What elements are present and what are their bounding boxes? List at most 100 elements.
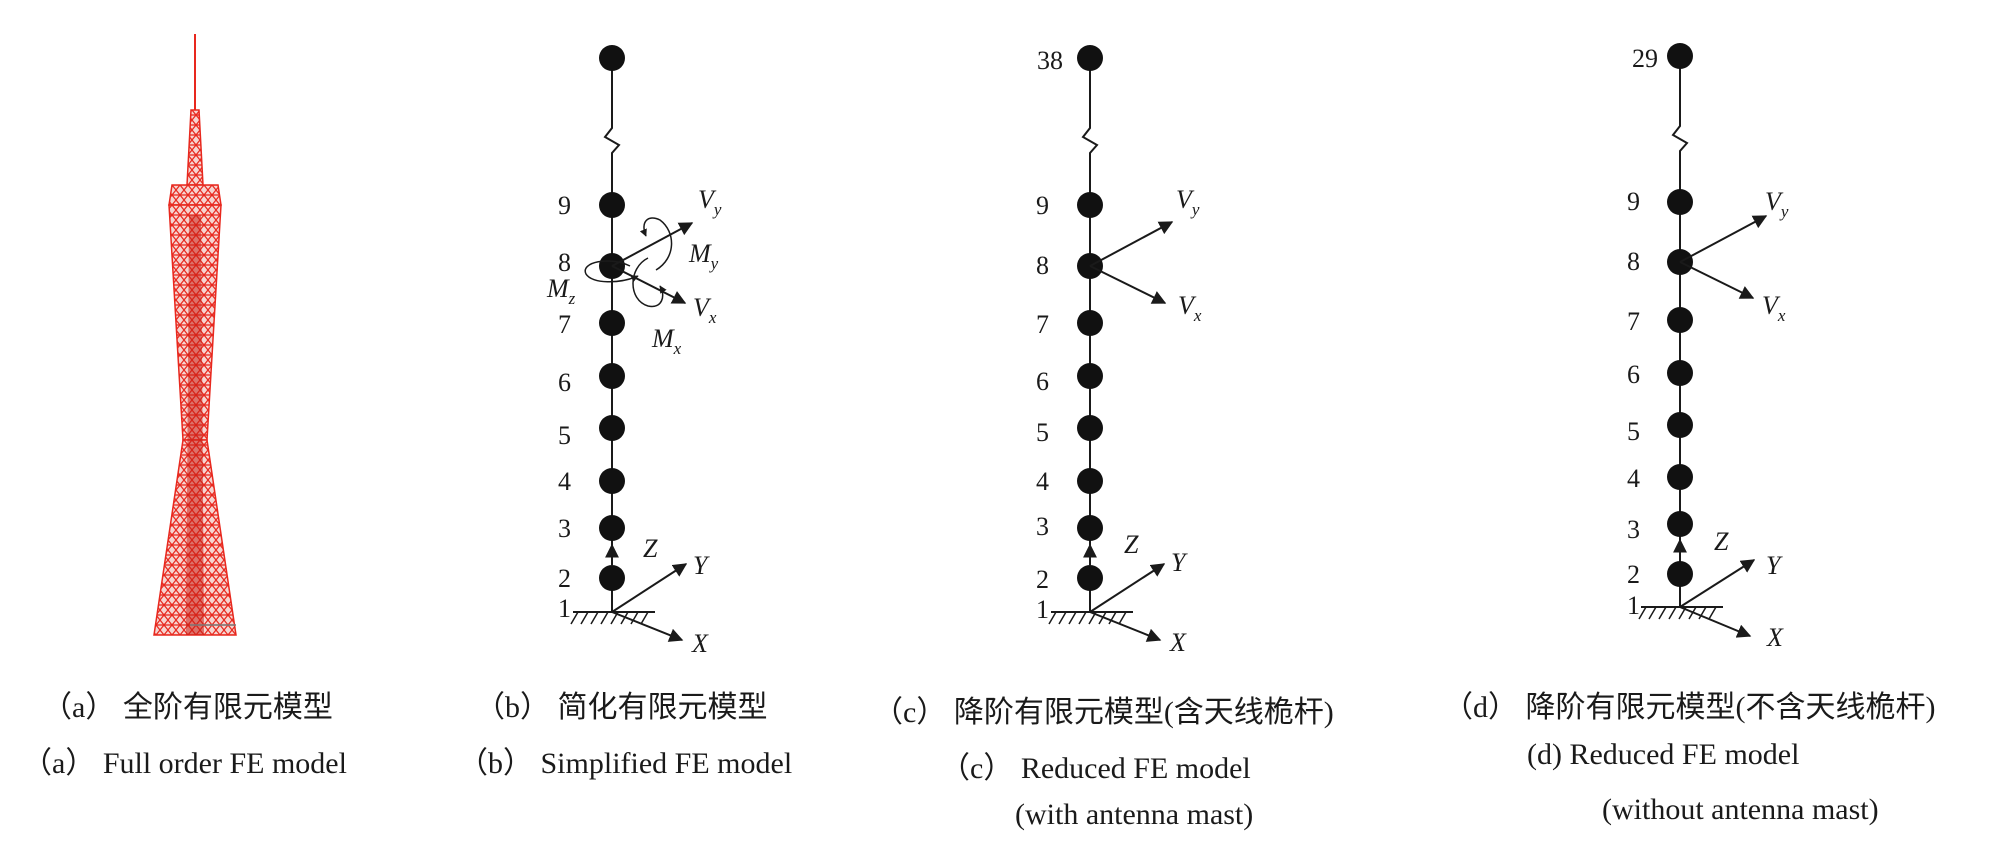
vy-arrow: [611, 222, 694, 267]
panel-c-node-labels: 9 8 7 6 5 4 3 2 1: [1036, 191, 1049, 624]
x-axis-label: X: [691, 629, 709, 658]
node-label: 6: [1036, 367, 1049, 396]
node: [1667, 43, 1693, 69]
panel-b-column: [603, 58, 621, 612]
vy-arrow: [1089, 221, 1174, 267]
node-label: 3: [1036, 512, 1049, 541]
node: [1077, 192, 1103, 218]
panel-d-diagram: 29 9 8 7 6 5 4 3 2 1 Z Y X Vy Vx: [1627, 43, 1789, 652]
node: [599, 468, 625, 494]
node-label: 4: [1036, 467, 1049, 496]
vy-label: Vy: [1176, 185, 1200, 219]
node-label: 6: [1627, 360, 1640, 389]
node-label: 7: [1036, 310, 1049, 339]
panel-b-diagram: 9 8 7 6 5 4 3 2 1 Z Y X Vy My Vx Mx Mz: [546, 45, 722, 658]
panel-d-column: [1671, 56, 1689, 607]
panel-c-diagram: 38 9 8 7 6 5 4 3 2 1 Z Y X Vy Vx: [1036, 45, 1202, 657]
node: [1077, 415, 1103, 441]
node: [1077, 515, 1103, 541]
node: [599, 515, 625, 541]
x-axis-arrow: [611, 611, 684, 642]
panel-d-caption-en-line1: (d) Reduced FE model: [1527, 738, 1800, 771]
node: [599, 415, 625, 441]
node: [599, 565, 625, 591]
node-label: 2: [1627, 560, 1640, 589]
x-axis-label: X: [1169, 628, 1187, 657]
node: [1077, 565, 1103, 591]
my-label: My: [688, 239, 719, 273]
node-label: 7: [558, 310, 571, 339]
node: [599, 363, 625, 389]
y-axis-label: Y: [1766, 551, 1783, 580]
y-axis-arrow: [611, 563, 688, 613]
node-label: 1: [1627, 591, 1640, 620]
node-label: 8: [1036, 251, 1049, 280]
panel-b-node-labels: 9 8 7 6 5 4 3 2 1: [558, 191, 571, 623]
node: [599, 192, 625, 218]
node-label: 5: [1036, 418, 1049, 447]
mx-label: Mx: [651, 324, 682, 358]
panel-a-caption-en: （a） Full order FE model: [22, 747, 347, 780]
panel-c-caption-en-line1: （c） Reduced FE model: [940, 752, 1251, 785]
node: [1667, 464, 1693, 490]
node-label: 2: [1036, 565, 1049, 594]
vx-arrow: [611, 265, 687, 304]
tower-crown: [168, 184, 222, 206]
vy-label: Vy: [1765, 187, 1789, 221]
node-label: 4: [558, 467, 571, 496]
node-label: 1: [558, 594, 571, 623]
panel-b-ground: [570, 611, 655, 625]
panel-d-node-labels: 9 8 7 6 5 4 3 2 1: [1627, 187, 1640, 620]
tower-antenna-mast: [186, 109, 204, 186]
panel-b-caption-en: （b） Simplified FE model: [458, 747, 793, 780]
node-label: 8: [558, 248, 571, 277]
node: [1077, 45, 1103, 71]
z-axis-label: Z: [643, 534, 658, 563]
y-axis-label: Y: [1171, 548, 1188, 577]
node: [1667, 189, 1693, 215]
node-label: 3: [558, 514, 571, 543]
vx-label: Vx: [1178, 291, 1202, 325]
node-label: 2: [558, 564, 571, 593]
mx-moment-arrow: [632, 257, 667, 308]
x-axis-arrow: [1089, 611, 1162, 642]
vx-arrow: [1089, 265, 1167, 304]
node: [1077, 310, 1103, 336]
panel-c-ground: [1048, 611, 1133, 625]
node: [1667, 561, 1693, 587]
x-axis-arrow: [1679, 606, 1752, 638]
node: [599, 45, 625, 71]
node-label: 7: [1627, 307, 1640, 336]
mz-label: Mz: [546, 274, 576, 308]
panel-c-nodes: [1077, 45, 1103, 591]
node: [1667, 360, 1693, 386]
node-label: 9: [1036, 191, 1049, 220]
node: [1667, 511, 1693, 537]
node: [1667, 412, 1693, 438]
node-label: 4: [1627, 464, 1640, 493]
panel-c-column: [1081, 58, 1099, 612]
node-label: 9: [558, 191, 571, 220]
panel-b-caption-cn: （b） 简化有限元模型: [475, 691, 768, 724]
node: [1667, 307, 1693, 333]
node-label: 3: [1627, 515, 1640, 544]
node-label: 5: [1627, 417, 1640, 446]
panel-d-caption-cn: （d） 降阶有限元模型(不含天线桅杆): [1443, 691, 1936, 724]
panel-d-ground: [1638, 606, 1723, 620]
node-label: 1: [1036, 595, 1049, 624]
y-axis-arrow: [1679, 559, 1756, 608]
top-node-label: 38: [1037, 46, 1063, 75]
node: [1077, 363, 1103, 389]
panel-d-caption-en-line2: (without antenna mast): [1602, 793, 1879, 826]
panel-a-caption-cn: （a） 全阶有限元模型: [42, 691, 333, 724]
vx-label: Vx: [693, 293, 717, 327]
panel-c-caption-cn: （c） 降阶有限元模型(含天线桅杆): [873, 696, 1334, 729]
node: [1077, 468, 1103, 494]
vy-arrow: [1679, 215, 1768, 263]
y-axis-arrow: [1089, 563, 1166, 613]
node-label: 5: [558, 421, 571, 450]
vx-label: Vx: [1762, 291, 1786, 325]
top-node-label: 29: [1632, 44, 1658, 73]
node-label: 6: [558, 368, 571, 397]
